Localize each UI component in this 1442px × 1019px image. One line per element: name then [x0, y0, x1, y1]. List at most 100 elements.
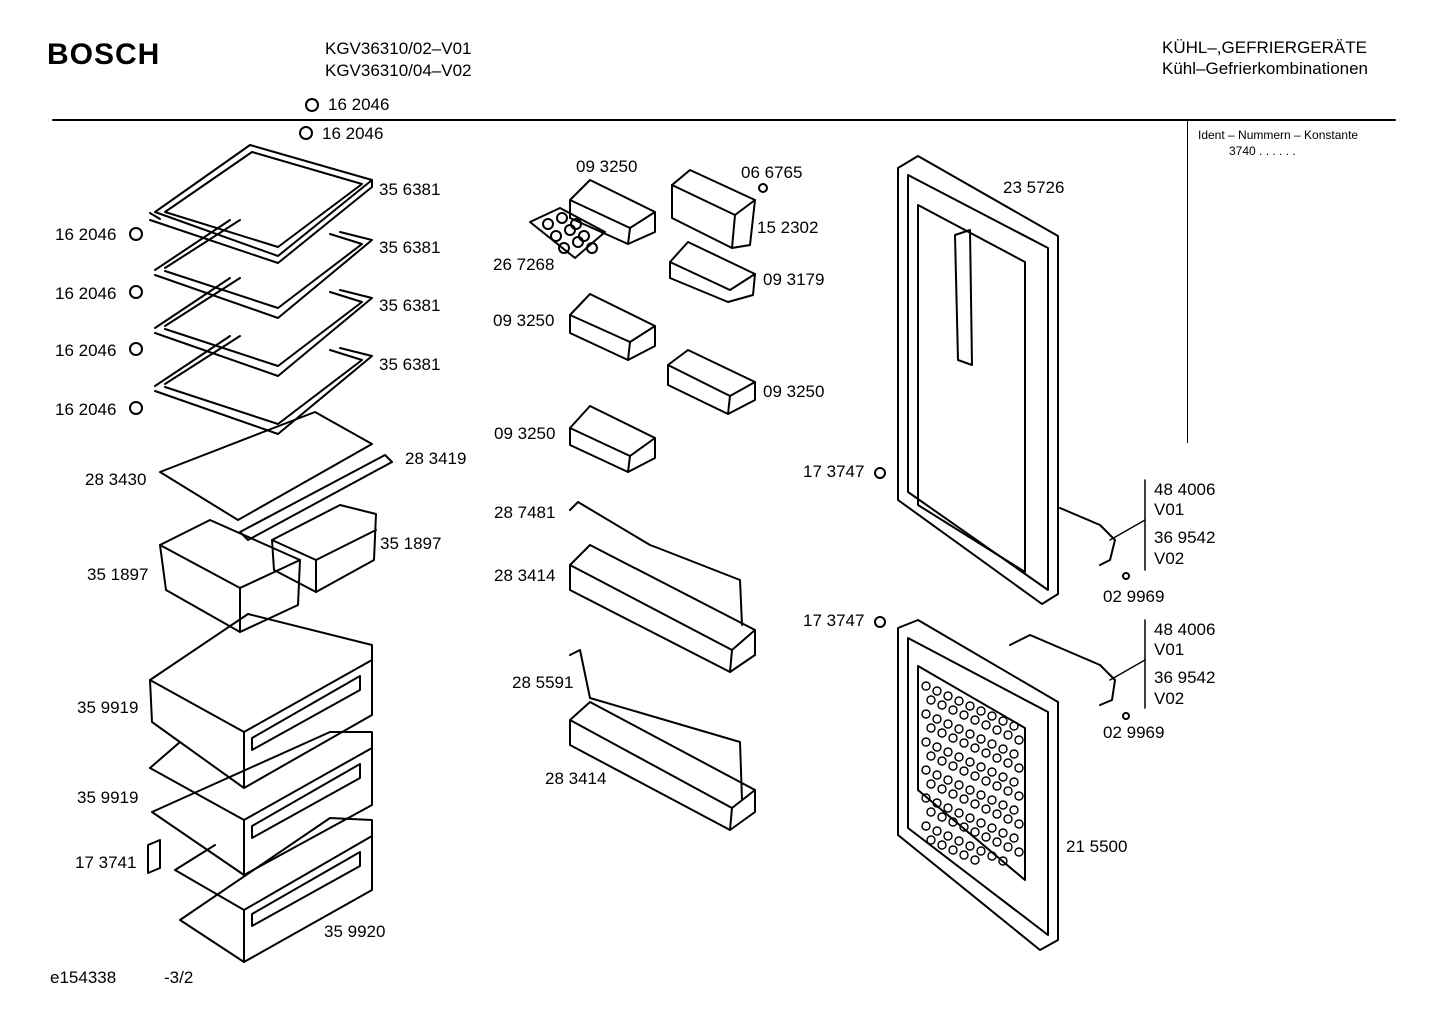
part-label: 28 3419	[405, 449, 467, 468]
honeycomb-cell	[932, 686, 942, 696]
glass-shelf-1	[149, 144, 373, 264]
honeycomb-cell	[1014, 847, 1024, 857]
part-label: 06 6765	[741, 163, 803, 182]
honeycomb-cell	[987, 823, 997, 833]
honeycomb-cell	[948, 761, 958, 771]
large-drawer-3	[174, 817, 373, 963]
honeycomb-cell	[1009, 749, 1019, 759]
honeycomb-cell	[987, 767, 997, 777]
freezer-door-pattern	[921, 681, 1024, 866]
door-bin-small-2	[569, 293, 656, 361]
honeycomb-cell	[976, 706, 986, 716]
honeycomb-cell	[959, 766, 969, 776]
ident-value: 3740 . . . . . .	[1229, 144, 1296, 158]
part-label: 28 5591	[512, 673, 574, 692]
honeycomb-cell	[965, 701, 975, 711]
glass-shelf-4	[154, 335, 373, 435]
honeycomb-cell	[981, 720, 991, 730]
screw-upper	[874, 467, 886, 479]
honeycomb-cell	[959, 822, 969, 832]
honeycomb-cell	[965, 785, 975, 795]
honeycomb-cell	[965, 757, 975, 767]
bottle-rail-2	[569, 649, 743, 801]
honeycomb-cell	[987, 795, 997, 805]
part-label: 36 9542	[1154, 528, 1216, 547]
honeycomb-cell	[954, 836, 964, 846]
part-label: 48 4006	[1154, 620, 1216, 639]
honeycomb-cell	[959, 710, 969, 720]
honeycomb-cell	[1009, 833, 1019, 843]
honeycomb-cell	[965, 841, 975, 851]
honeycomb-cell	[1014, 735, 1024, 745]
bottle-bin-2	[569, 701, 756, 831]
honeycomb-cell	[987, 739, 997, 749]
large-drawer-1	[149, 613, 373, 789]
honeycomb-cell	[932, 798, 942, 808]
honeycomb-cell	[981, 832, 991, 842]
part-label: 09 3250	[494, 424, 556, 443]
part-label: 35 1897	[87, 565, 149, 584]
part-label: 35 9920	[324, 922, 386, 941]
part-label: 17 3747	[803, 611, 865, 630]
honeycomb-cell	[992, 837, 1002, 847]
honeycomb-cell	[921, 765, 931, 775]
part-label: 28 3430	[85, 470, 147, 489]
honeycomb-cell	[1003, 786, 1013, 796]
honeycomb-cell	[948, 789, 958, 799]
honeycomb-cell	[943, 775, 953, 785]
model-number-1: KGV36310/02–V01	[325, 39, 472, 58]
screw-lower	[874, 616, 886, 628]
honeycomb-cell	[998, 828, 1008, 838]
honeycomb-cell	[970, 855, 980, 865]
honeycomb-cell	[932, 826, 942, 836]
honeycomb-cell	[932, 742, 942, 752]
honeycomb-cell	[1009, 805, 1019, 815]
part-label: 09 3179	[763, 270, 825, 289]
part-label: 15 2302	[757, 218, 819, 237]
honeycomb-cell	[998, 772, 1008, 782]
small-drawer-right	[271, 504, 377, 593]
honeycomb-cell	[981, 804, 991, 814]
honeycomb-cell	[992, 809, 1002, 819]
part-label: 16 2046	[55, 225, 117, 244]
glass-shelf-3	[154, 277, 373, 377]
honeycomb-cell	[981, 748, 991, 758]
honeycomb-cell	[948, 845, 958, 855]
cover-trim-strip	[239, 454, 393, 541]
honeycomb-cell	[943, 831, 953, 841]
honeycomb-cell	[976, 818, 986, 828]
honeycomb-cell	[1014, 819, 1024, 829]
bottle-rail-1	[569, 501, 743, 626]
honeycomb-cell	[976, 790, 986, 800]
honeycomb-cell	[921, 793, 931, 803]
ident-label: Ident – Nummern – Konstante	[1198, 128, 1359, 142]
part-label: V01	[1154, 500, 1185, 519]
honeycomb-cell	[926, 807, 936, 817]
honeycomb-cell	[1003, 814, 1013, 824]
handle-cap-lower	[1122, 712, 1130, 720]
honeycomb-cell	[948, 817, 958, 827]
honeycomb-cell	[937, 840, 947, 850]
part-label: 09 3250	[493, 311, 555, 330]
honeycomb-cell	[937, 784, 947, 794]
part-label: 17 3747	[803, 462, 865, 481]
honeycomb-cell	[1003, 730, 1013, 740]
ident-divider	[1187, 121, 1188, 443]
part-label: 23 5726	[1003, 178, 1065, 197]
honeycomb-cell	[937, 812, 947, 822]
door-handle-lower	[1009, 634, 1116, 706]
honeycomb-cell	[987, 851, 997, 861]
part-label: 16 2046	[55, 284, 117, 303]
part-label: 09 3250	[576, 157, 638, 176]
honeycomb-cell	[992, 781, 1002, 791]
honeycomb-cell	[921, 709, 931, 719]
freezer-door	[897, 619, 1059, 951]
honeycomb-cell	[998, 856, 1008, 866]
honeycomb-cell	[981, 776, 991, 786]
part-label: 35 9919	[77, 788, 139, 807]
honeycomb-cell	[926, 723, 936, 733]
honeycomb-cell	[954, 780, 964, 790]
honeycomb-cell	[1014, 763, 1024, 773]
honeycomb-cell	[943, 803, 953, 813]
